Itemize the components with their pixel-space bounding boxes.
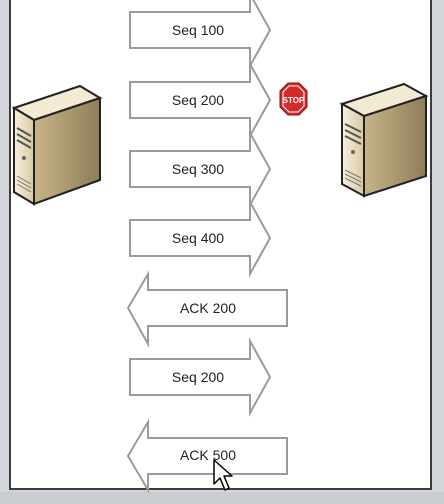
message-label: Seq 400 xyxy=(172,230,224,246)
ack-arrow: ACK 500 xyxy=(126,418,288,494)
message-label: Seq 100 xyxy=(172,22,224,38)
mouse-pointer-icon xyxy=(213,459,233,491)
stop-sign-label: STOP xyxy=(283,96,305,105)
message-arrow: Seq 400 xyxy=(129,198,272,278)
message-label: ACK 200 xyxy=(180,300,236,316)
message-arrow: Seq 300 xyxy=(129,129,272,209)
message-arrow: Seq 100 xyxy=(129,0,272,70)
message-label: Seq 200 xyxy=(172,369,224,385)
message-arrow: Seq 200 xyxy=(129,337,272,417)
message-label: Seq 200 xyxy=(172,92,224,108)
message-label: Seq 300 xyxy=(172,161,224,177)
stop-sign-icon: STOP xyxy=(279,82,308,116)
message-arrow: Seq 200 xyxy=(129,60,272,140)
left-server-icon xyxy=(11,84,103,206)
ack-arrow: ACK 200 xyxy=(126,270,288,348)
message-label: ACK 500 xyxy=(180,447,236,463)
window-bottom-bar xyxy=(0,492,444,504)
right-server-icon xyxy=(339,82,429,198)
